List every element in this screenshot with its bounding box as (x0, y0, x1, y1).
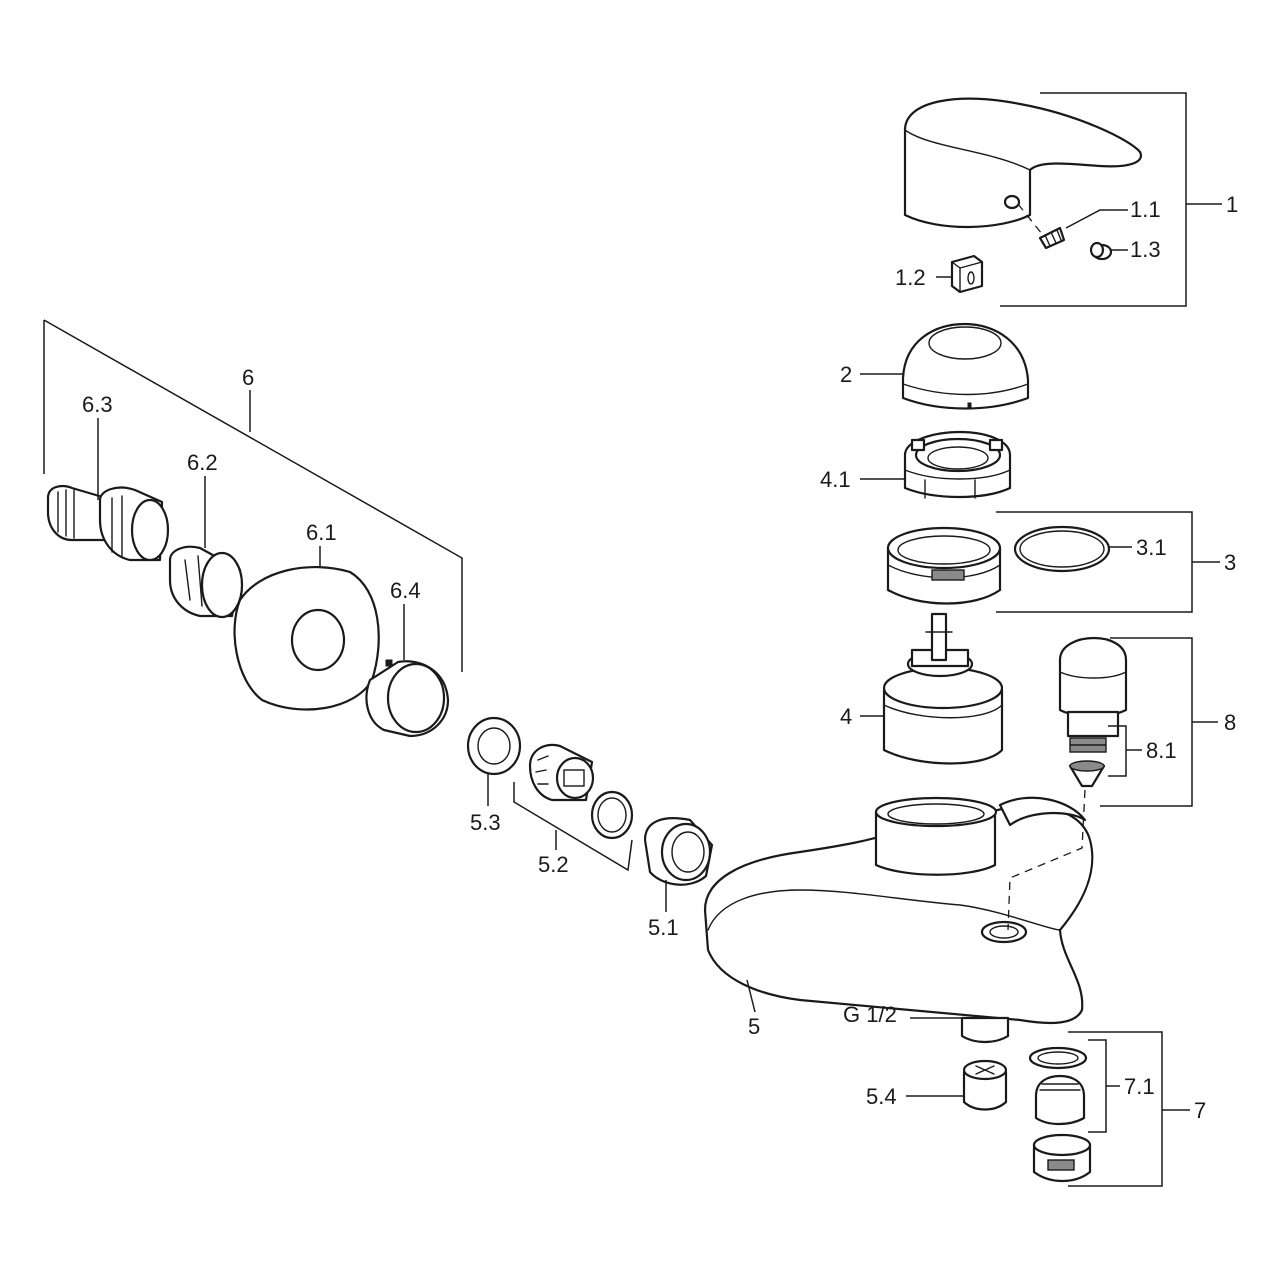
seal-5-2 (590, 790, 634, 840)
diverter-axis-dash (1007, 789, 1086, 931)
callout-labels: 1 1.1 1.3 1.2 2 4.1 3.1 3 4 8 8.1 5 G 1/… (82, 192, 1238, 1123)
nut-5-1 (643, 817, 714, 886)
threaded-sleeve (886, 526, 1002, 605)
screw-axis-dash (1017, 203, 1043, 235)
label-3: 3 (1224, 550, 1236, 575)
outlet-7 (1028, 1046, 1092, 1182)
label-5-4: 5.4 (866, 1084, 897, 1109)
label-5: 5 (748, 1014, 760, 1039)
aerator-5-4 (962, 1059, 1008, 1111)
label-6-4: 6.4 (390, 578, 421, 603)
cartridge (882, 612, 1004, 765)
label-7-1: 7.1 (1124, 1074, 1155, 1099)
mixer-body (703, 796, 1094, 1044)
label-8-1: 8.1 (1146, 738, 1177, 763)
label-3-1: 3.1 (1136, 535, 1167, 560)
label-1: 1 (1226, 192, 1238, 217)
screw-cap (1089, 241, 1113, 261)
label-1-2: 1.2 (895, 265, 926, 290)
label-5-2: 5.2 (538, 852, 569, 877)
o-ring-inner (1019, 530, 1105, 568)
square-adapter (950, 254, 984, 294)
label-6-3: 6.3 (82, 392, 113, 417)
label-2: 2 (840, 362, 852, 387)
label-6: 6 (242, 365, 254, 390)
cap-6-4 (365, 659, 450, 738)
sleeve-6-2 (168, 545, 244, 619)
label-6-2: 6.2 (187, 450, 218, 475)
label-4-1: 4.1 (820, 467, 851, 492)
diverter (1058, 636, 1128, 788)
label-6-1: 6.1 (306, 520, 337, 545)
ring-nut (903, 430, 1012, 499)
dome-cover (901, 322, 1030, 410)
label-5-1: 5.1 (648, 915, 679, 940)
label-8: 8 (1224, 710, 1236, 735)
o-ring (1013, 525, 1111, 573)
set-screw (1038, 226, 1066, 250)
label-thread: G 1/2 (843, 1002, 897, 1027)
label-1-1: 1.1 (1130, 197, 1161, 222)
leader-lines (43, 92, 1222, 1187)
label-4: 4 (840, 704, 852, 729)
eccentric-6-3 (46, 485, 170, 562)
label-5-3: 5.3 (470, 810, 501, 835)
label-7: 7 (1194, 1098, 1206, 1123)
rosette-6-1 (233, 565, 380, 711)
lever-handle (903, 97, 1143, 229)
union-5-2 (528, 743, 595, 802)
washer-5-3 (466, 716, 522, 776)
label-1-3: 1.3 (1130, 237, 1161, 262)
